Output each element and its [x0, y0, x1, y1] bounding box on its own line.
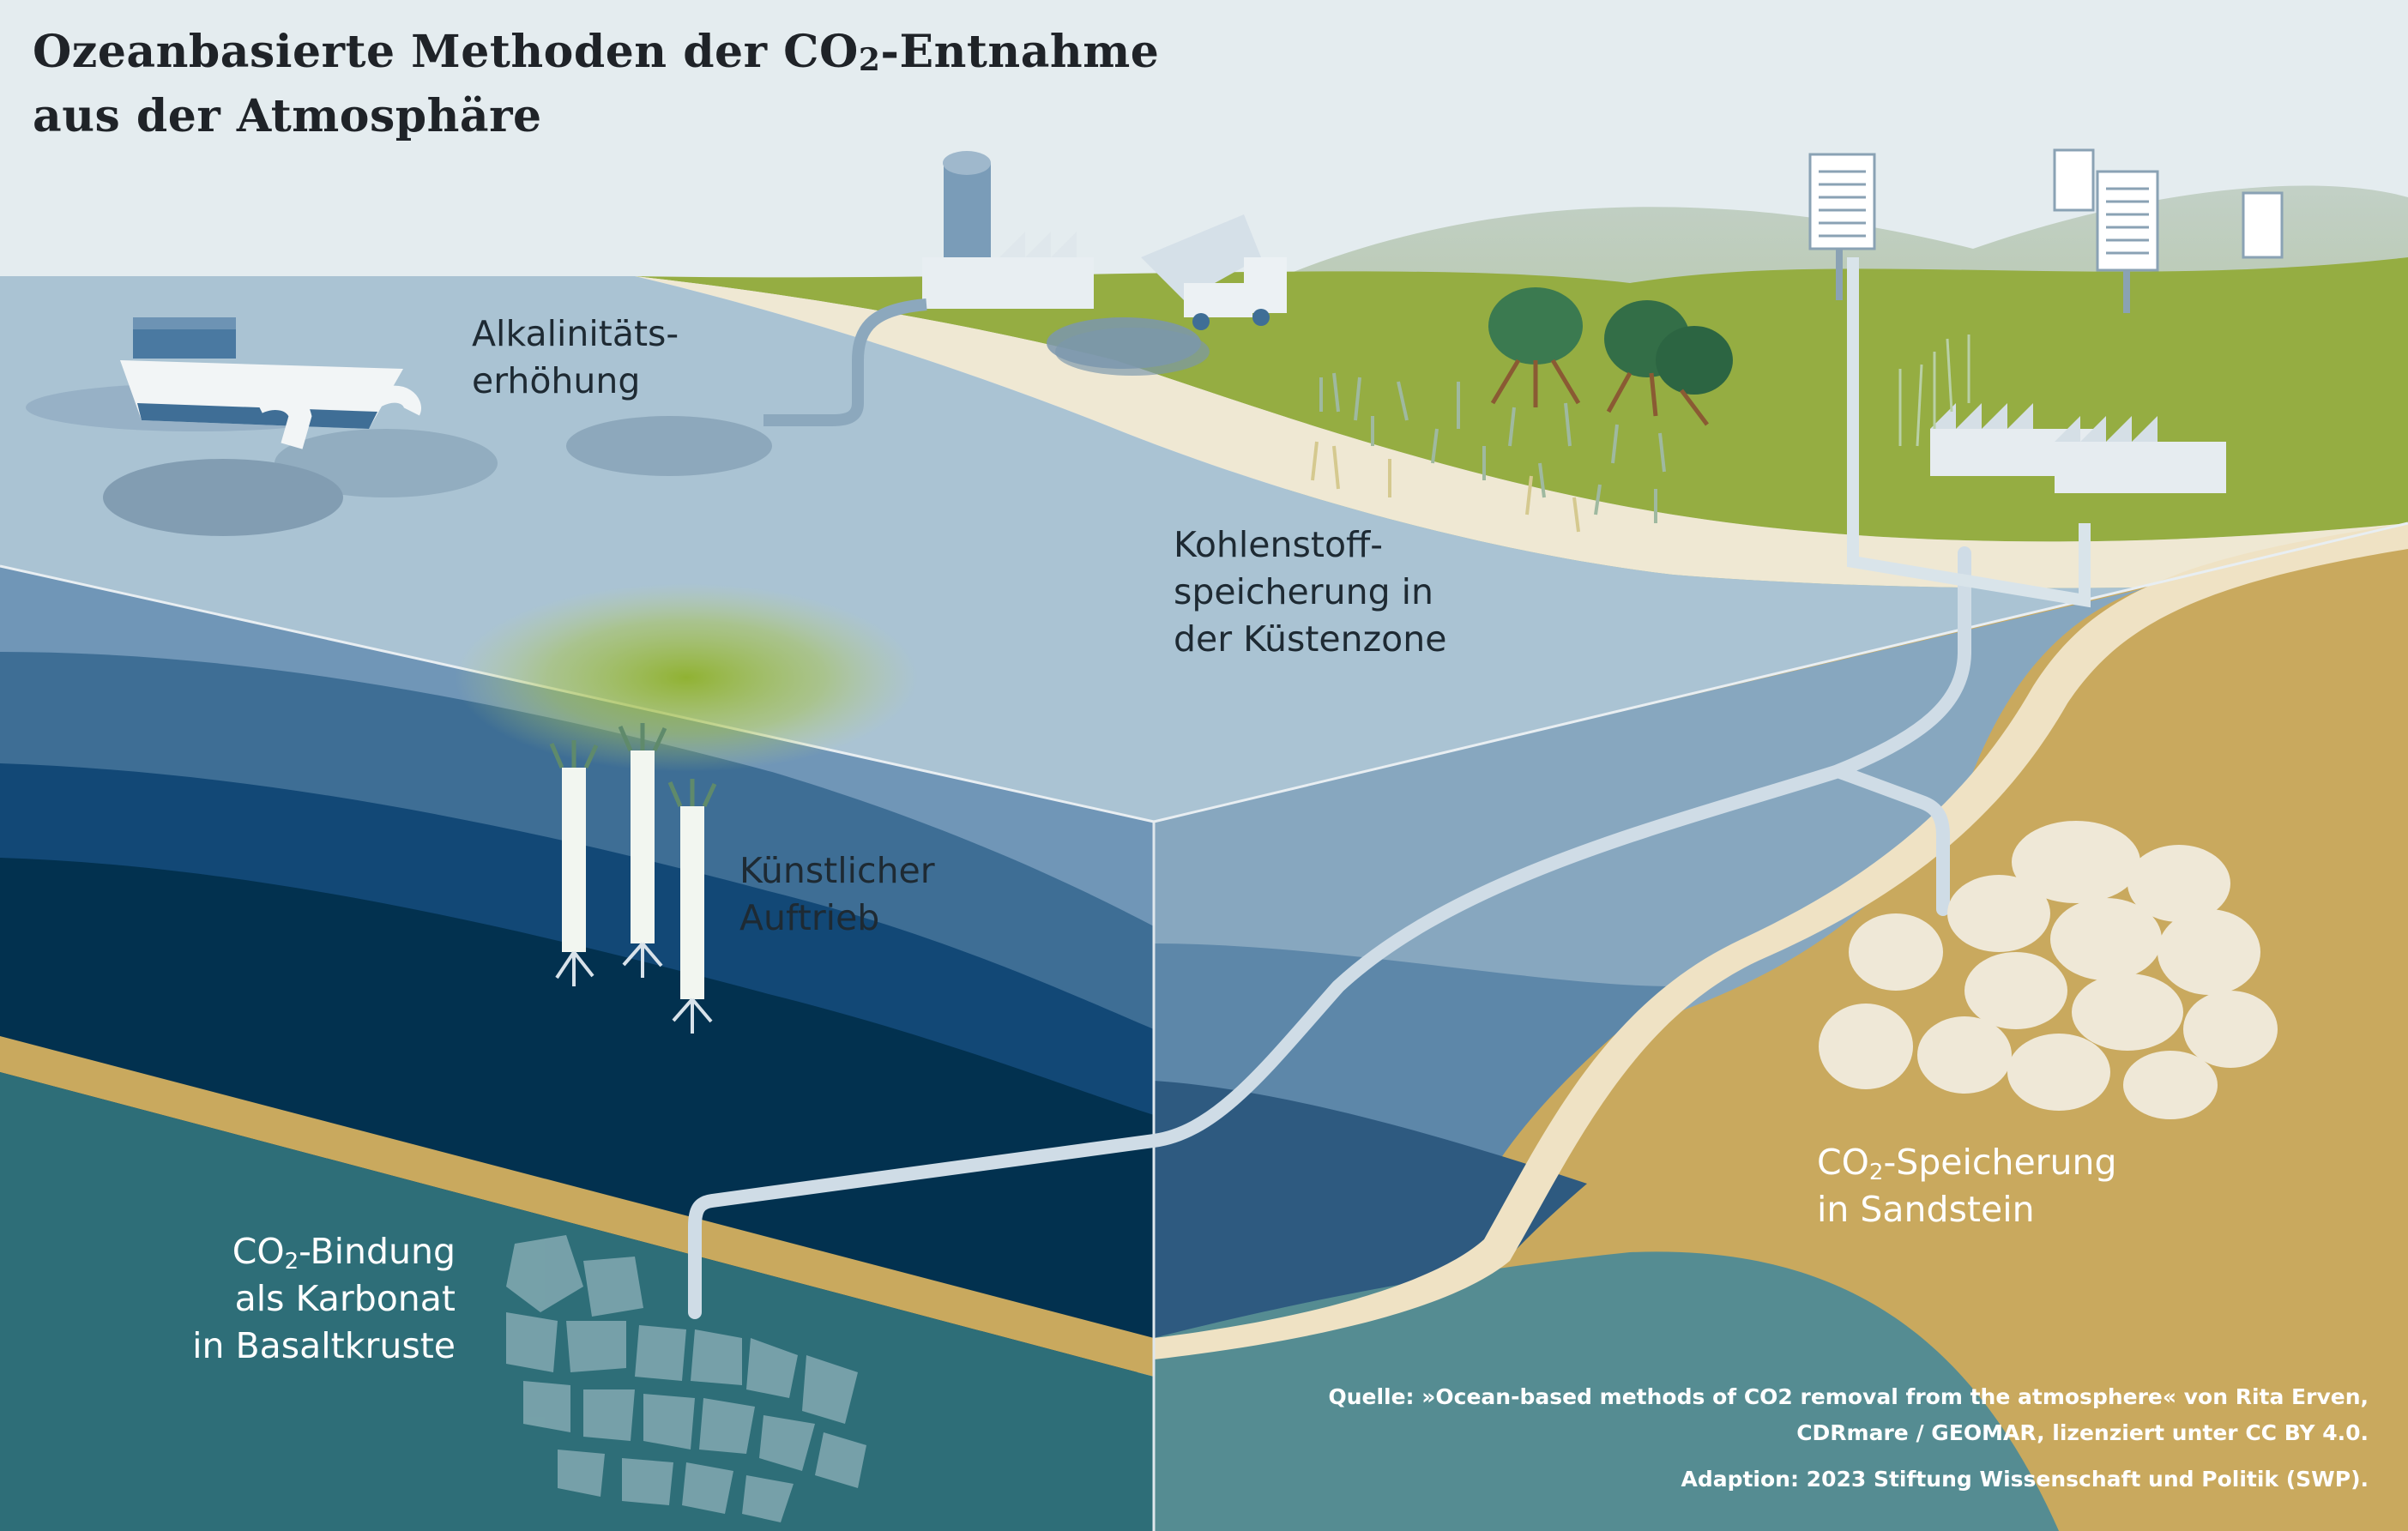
- label-sandstone-storage: CO2-Speicherung in Sandstein: [1817, 1142, 2117, 1230]
- dump-truck: [1047, 214, 1287, 369]
- label-basalt-carbonate: CO2-Bindung als Karbonat in Basaltkruste: [192, 1231, 456, 1366]
- surface-edge-right: [1153, 521, 2408, 823]
- source-credit: Quelle: »Ocean-based methods of CO2 remo…: [1328, 1384, 2369, 1492]
- boat: [26, 317, 421, 449]
- title-line-1: Ozeanbasierte Methoden der CO2-Entnahme: [33, 26, 1160, 78]
- label-coastal-carbon: Kohlenstoff- speicherung in der Küstenzo…: [1174, 524, 1447, 660]
- air-capture-units: [1808, 148, 2284, 313]
- label-artificial-upwelling: Künstlicher Auftrieb: [739, 850, 935, 938]
- mangrove-trees: [1488, 287, 1733, 426]
- algae-bloom: [455, 583, 918, 772]
- co2-pipeline-basalt: [688, 546, 1971, 1319]
- basalt-stones: [506, 1235, 866, 1522]
- diagram-title: Ozeanbasierte Methoden der CO2-Entnahme …: [33, 24, 1159, 145]
- right-beach-band: [1154, 523, 2408, 1359]
- left-sand-strip: [0, 1036, 1154, 1377]
- co2-pipeline-sandstone: [1833, 765, 1950, 916]
- title-line-2: aus der Atmosphäre: [33, 90, 542, 142]
- sandstone-boulders: [1819, 821, 2278, 1119]
- label-alkalinity: Alkalinitäts- erhöhung: [472, 313, 679, 401]
- seagrass: [1319, 372, 1666, 523]
- factory-pipes: [1847, 257, 2091, 608]
- salt-marsh: [1311, 441, 1580, 533]
- upwelling-pipes: [549, 723, 717, 1034]
- basalt-block: [0, 1072, 1154, 1531]
- alkalinity-plant: [763, 151, 1094, 426]
- capture-factories: [1898, 335, 2226, 493]
- right-sea-floor: [1154, 1251, 2059, 1531]
